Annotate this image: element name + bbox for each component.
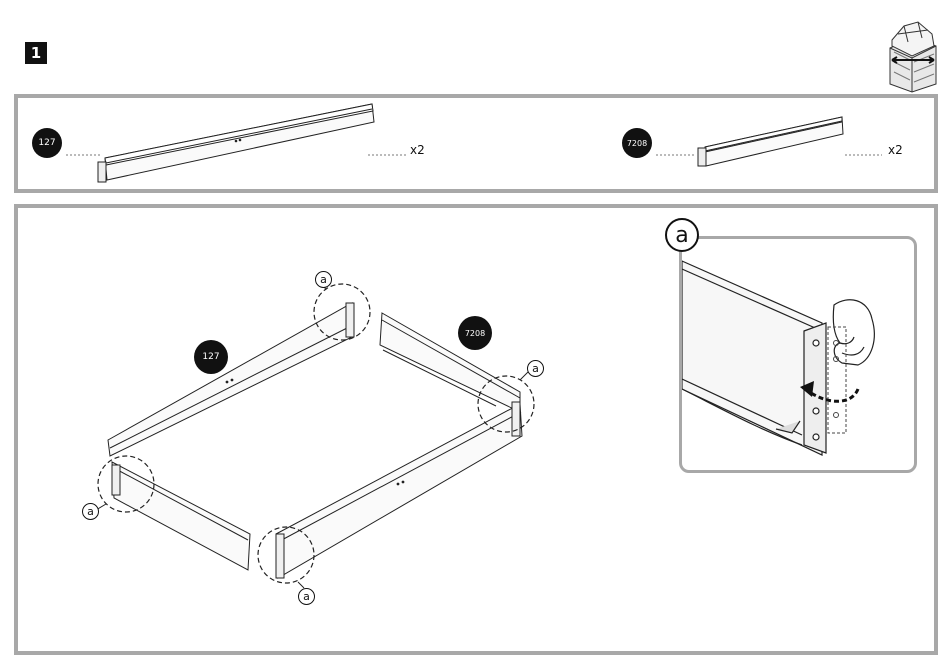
right-rail-7208 xyxy=(380,313,520,412)
left-rail-7208 xyxy=(112,462,250,570)
assembly-badge-7208: 7208 xyxy=(458,316,492,350)
callout-letter-back-right: a xyxy=(315,271,332,288)
callout-letter-front: a xyxy=(298,588,315,605)
detail-view-a xyxy=(679,236,917,473)
detail-label-a: a xyxy=(665,218,699,252)
front-rail-127 xyxy=(276,402,522,578)
detail-joint-drawing xyxy=(682,239,914,470)
callout-letter-left: a xyxy=(82,503,99,520)
assembly-badge-127: 127 xyxy=(194,340,228,374)
callout-letter-right: a xyxy=(527,360,544,377)
